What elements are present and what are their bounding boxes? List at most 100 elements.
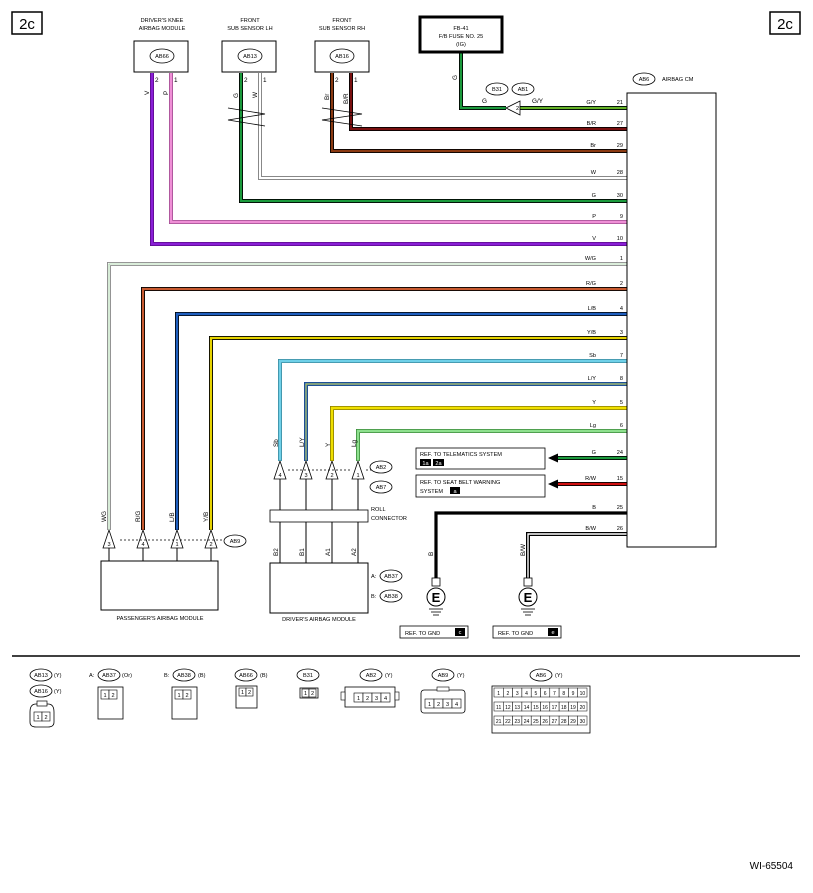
svg-text:(Y): (Y)	[555, 673, 563, 679]
ecm-pin-color: Sb	[589, 353, 596, 359]
conn-ab13: AB13	[243, 54, 257, 60]
legend-pin-number: 15	[533, 705, 539, 711]
ecm-pin-color: V	[592, 236, 596, 242]
shield-rh	[321, 107, 363, 127]
page-tag-left: 2c	[19, 16, 35, 33]
svg-text:AB38: AB38	[177, 673, 191, 679]
legend-pin-number: 12	[505, 705, 511, 711]
svg-text:(Y): (Y)	[457, 673, 465, 679]
svg-text:V: V	[144, 90, 151, 95]
svg-text:1: 1	[304, 691, 307, 697]
passenger-wire-color: R/G	[135, 511, 142, 522]
driver-pin: A1	[325, 548, 332, 556]
wire-sb-7	[278, 359, 627, 461]
legend-pin-cell	[577, 687, 588, 698]
svg-text:1: 1	[354, 77, 358, 84]
svg-text:(IG): (IG)	[456, 42, 466, 48]
svg-text:P: P	[163, 91, 170, 95]
legend-pin-number: 21	[496, 719, 502, 725]
svg-text:FRONT: FRONT	[332, 18, 352, 24]
svg-text:2: 2	[185, 693, 188, 699]
legend-pin-number: 8	[562, 691, 565, 697]
svg-text:E: E	[524, 590, 533, 605]
svg-text:a: a	[453, 489, 457, 495]
legend-pin-number: 3	[446, 702, 449, 708]
passenger-wire-color: L/B	[169, 512, 176, 522]
ecm-pin-number: 27	[617, 121, 623, 127]
wire-yb-3	[209, 336, 627, 530]
legend-pin-number: 7	[553, 691, 556, 697]
wire-black-25	[434, 511, 627, 578]
svg-text:2: 2	[335, 77, 339, 84]
svg-text:AB2: AB2	[366, 673, 377, 679]
svg-text:c: c	[459, 630, 462, 636]
wire-br-27	[349, 73, 627, 131]
wire-bw-26	[526, 532, 627, 578]
legend-pin-number: 1	[497, 691, 500, 697]
page-tag-box-left	[11, 11, 43, 35]
legend-pin-number: 19	[570, 705, 576, 711]
ecm-pin-number: 25	[617, 505, 623, 511]
svg-text:e: e	[551, 630, 554, 636]
svg-text:G: G	[452, 75, 459, 80]
svg-text:2: 2	[248, 690, 251, 696]
legend-pin-number: 4	[525, 691, 528, 697]
legend-pin-cell	[577, 701, 588, 712]
svg-text:B: B	[428, 552, 435, 556]
driver-pin: A2	[351, 548, 358, 556]
legend-pin-number: 13	[514, 705, 520, 711]
legend-pin-number: 16	[542, 705, 548, 711]
wire-lg-6	[356, 429, 627, 461]
svg-text:AB66: AB66	[239, 673, 253, 679]
svg-text:A:: A:	[89, 673, 95, 679]
legend-pin-number: 30	[580, 719, 586, 725]
svg-text:B/R: B/R	[343, 93, 350, 104]
legend-pin-number: 29	[570, 719, 576, 725]
svg-text:2: 2	[516, 106, 519, 112]
svg-text:AB6: AB6	[536, 673, 547, 679]
legend-pin-number: 27	[552, 719, 558, 725]
legend-pin-number: 2	[507, 691, 510, 697]
ecm-pin-color: Lg	[590, 423, 596, 429]
passenger-pin-number: 2	[209, 542, 212, 548]
airbag-cm: AB6 AIRBAG CM	[626, 72, 717, 548]
svg-text:ROLL: ROLL	[371, 507, 386, 513]
legend-ab66: AB66 (B) 1 2	[234, 668, 268, 709]
wire-ly-8	[304, 382, 627, 461]
svg-text:(Y): (Y)	[385, 673, 393, 679]
wire-lb-4	[175, 312, 627, 530]
svg-text:AB16: AB16	[34, 689, 48, 695]
legend-ab38: B: AB38 (B) 1 2	[164, 668, 206, 720]
ecm-pin-color: Y/B	[587, 330, 596, 336]
svg-text:AIRBAG MODULE: AIRBAG MODULE	[139, 26, 186, 32]
svg-text:REF. TO SEAT BELT WARNING: REF. TO SEAT BELT WARNING	[420, 480, 500, 486]
inline-connector-b31-ab1: B31 AB1 2 G G/Y	[482, 82, 544, 116]
ecm-pin-color: W/G	[585, 256, 596, 262]
svg-text:1: 1	[36, 715, 39, 721]
passenger-wire-color: Y/B	[203, 512, 210, 522]
ecm-pin-color: R/W	[585, 476, 597, 482]
ecm-pin-number: 21	[617, 100, 623, 106]
conn-ab66: AB66	[155, 54, 169, 60]
svg-text:AB37: AB37	[102, 673, 116, 679]
ecm-pin-number: 5	[620, 400, 623, 406]
ecm-pin-color: Br	[590, 143, 596, 149]
svg-text:CONNECTOR: CONNECTOR	[371, 516, 407, 522]
ground-e: B/W E REF. TO GND e	[492, 543, 562, 639]
svg-text:2: 2	[44, 715, 47, 721]
legend-ab37: A: AB37 (Or) 1 2	[89, 668, 132, 720]
legend-pin-number: 9	[572, 691, 575, 697]
legend-pin-number: 3	[516, 691, 519, 697]
legend-pin-number: 24	[524, 719, 530, 725]
svg-text:AB37: AB37	[384, 574, 398, 580]
wire-white-28	[258, 73, 627, 180]
front-sub-sensor-rh: FRONT SUB SENSOR RH AB16 2 1 Br B/R	[314, 18, 370, 104]
knee-airbag-module: DRIVER'S KNEE AIRBAG MODULE AB66 2 1 V P	[133, 18, 189, 95]
roll-wire-color: Y	[325, 442, 332, 447]
ecm-pin-number: 30	[617, 193, 623, 199]
svg-text:B:: B:	[164, 673, 170, 679]
svg-text:AB2: AB2	[376, 465, 387, 471]
legend-pin-number: 2	[366, 696, 369, 702]
